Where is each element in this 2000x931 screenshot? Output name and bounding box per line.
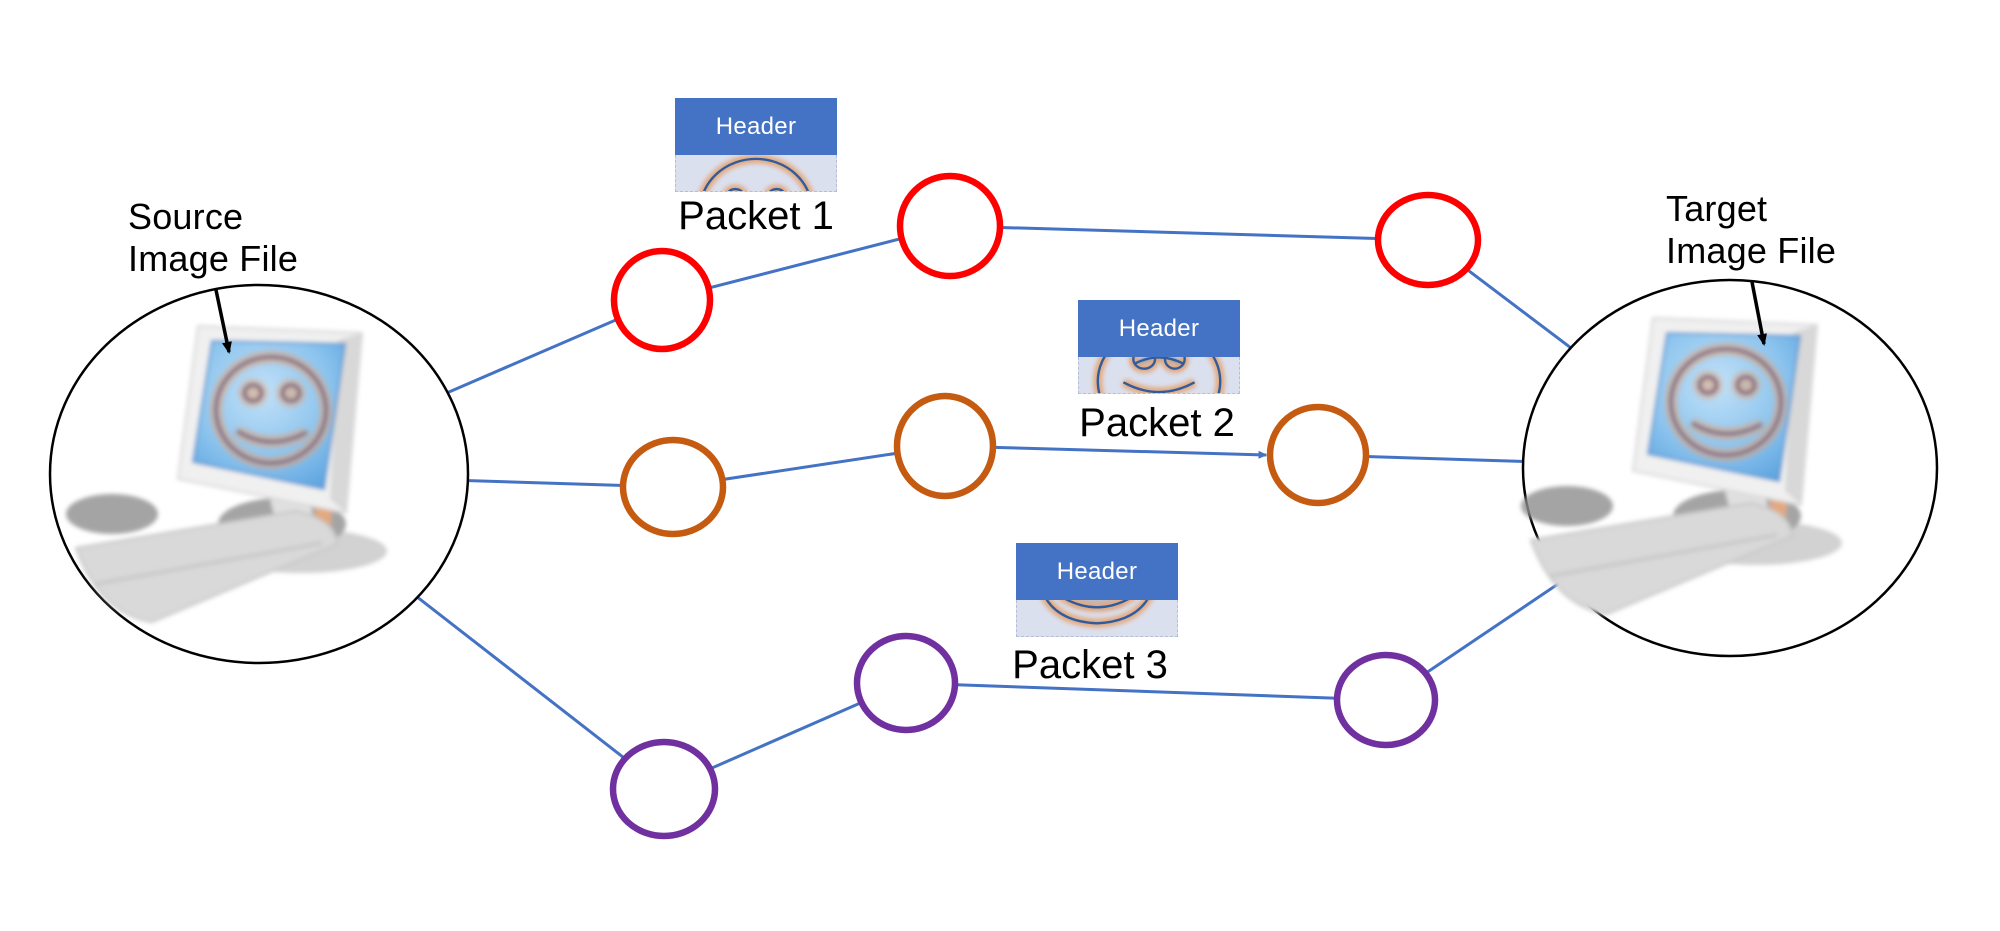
source-label: Source Image File <box>128 196 298 280</box>
packet3-header-box: Header <box>1016 543 1178 637</box>
packet2-node-2 <box>893 392 997 500</box>
route-nodes <box>609 172 1482 840</box>
route-3-line <box>258 466 1731 791</box>
source-label-arrow <box>214 289 232 354</box>
target-label: Target Image File <box>1666 188 1836 272</box>
target-label-line2: Image File <box>1666 230 1837 271</box>
target-label-line1: Target <box>1666 188 1768 229</box>
source-label-line1: Source <box>128 196 244 237</box>
packet1-node-2 <box>896 172 1004 280</box>
packet1-label: Packet 1 <box>678 194 834 238</box>
packet2-node-3 <box>1266 403 1370 507</box>
packet3-node-1 <box>609 738 719 840</box>
packet3-node-3 <box>1333 651 1439 749</box>
packet1-header-title: Header <box>675 98 837 155</box>
packet1-header-box: Header <box>675 98 837 192</box>
route-2-arrow-line <box>944 444 1268 459</box>
packet2-header-box: Header <box>1078 300 1240 394</box>
packet3-label: Packet 3 <box>1012 643 1168 687</box>
packet3-header-title: Header <box>1016 543 1178 600</box>
face-top-fragment <box>675 155 837 192</box>
target-endpoint <box>1521 278 1939 658</box>
face-middle-fragment <box>1078 357 1240 394</box>
packet2-node-1 <box>619 436 727 538</box>
packet2-header-title: Header <box>1078 300 1240 357</box>
source-label-line2: Image File <box>128 238 299 279</box>
packet3-node-2 <box>853 632 959 734</box>
target-label-arrow <box>1750 281 1768 346</box>
route-lines <box>258 224 1731 791</box>
packet1-node-1 <box>610 247 714 353</box>
face-bottom-fragment <box>1016 600 1178 637</box>
source-endpoint <box>48 283 470 665</box>
packet1-node-3 <box>1374 191 1482 289</box>
packet2-label: Packet 2 <box>1079 401 1235 445</box>
